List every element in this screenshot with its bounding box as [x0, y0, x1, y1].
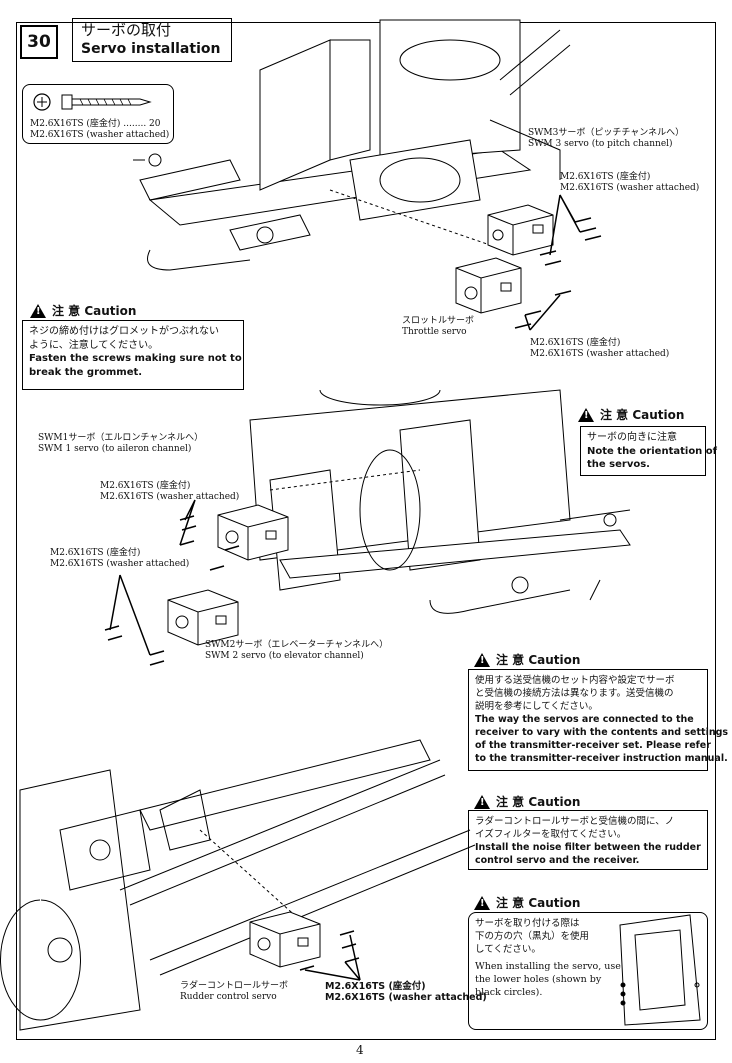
label-swm1-jp: SWM1サーボ（エルロンチャンネルへ）: [38, 433, 204, 443]
step-title-en: Servo installation: [81, 41, 221, 57]
caution-1-box: ネジの締め付けはグロメットがつぶれない ように、注意してください。 Fasten…: [22, 320, 244, 390]
screw-legend-line1: M2.6X16TS (座金付) ........ 20: [30, 119, 161, 129]
middle-screws: [104, 499, 240, 666]
label-screw-d-jp: M2.6X16TS (座金付): [50, 548, 141, 558]
warning-icon: [30, 303, 46, 318]
caution-4-jp: ラダーコントロールサーボと受信機の間に、ノ イズフィルターを取付てください。: [475, 816, 675, 840]
label-swm1-en: SWM 1 servo (to aileron channel): [38, 444, 192, 454]
warning-icon: [474, 794, 490, 809]
screw-legend-line2: M2.6X16TS (washer attached): [30, 130, 170, 140]
caution-1-en: Fasten the screws making sure not to bre…: [29, 353, 242, 378]
top-screws: [514, 194, 602, 331]
caution-2-box: サーボの向きに注意 Note the orientation of the se…: [580, 426, 718, 476]
caution-3-box: 使用する送受信機のセット内容や設定でサーボ と受信機の接続方法は異なります。送受…: [468, 669, 729, 771]
caution-5-title: 注 意 Caution: [496, 896, 581, 910]
label-screw-b-jp: M2.6X16TS (座金付): [530, 338, 621, 348]
caution-2-en: Note the orientation of the servos.: [587, 445, 718, 471]
caution-4-box: ラダーコントロールサーボと受信機の間に、ノ イズフィルターを取付てください。 I…: [468, 810, 708, 870]
caution-2-title: 注 意 Caution: [600, 408, 685, 422]
label-screw-b: M2.6X16TS (座金付) M2.6X16TS (washer attach…: [530, 338, 669, 360]
caution-3-jp: 使用する送受信機のセット内容や設定でサーボ と受信機の接続方法は異なります。送受…: [475, 675, 675, 712]
warning-icon: [474, 652, 490, 667]
label-throttle-en: Throttle servo: [402, 327, 467, 337]
label-screw-c-en: M2.6X16TS (washer attached): [100, 492, 240, 502]
label-rudder-en: Rudder control servo: [180, 992, 277, 1002]
label-swm2: SWM2サーボ（エレベーターチャンネルへ） SWM 2 servo (to el…: [205, 640, 388, 662]
label-screw-d-en: M2.6X16TS (washer attached): [50, 559, 190, 569]
screw-legend-box: [22, 84, 174, 144]
label-throttle-jp: スロットルサーボ: [402, 316, 475, 326]
label-screw-c: M2.6X16TS (座金付) M2.6X16TS (washer attach…: [100, 481, 239, 503]
caution-1-jp: ネジの締め付けはグロメットがつぶれない ように、注意してください。: [29, 326, 219, 351]
label-screw-c-jp: M2.6X16TS (座金付): [100, 481, 191, 491]
middle-frame-illustration: [249, 389, 631, 614]
caution-5-jp: サーボを取り付ける際は 下の方の穴（黒丸）を使用 してください。: [475, 918, 590, 955]
swm3-servo: [487, 204, 554, 256]
caution-3-en: The way the servos are connected to the …: [475, 714, 729, 764]
bottom-screws: [299, 930, 361, 981]
label-swm2-en: SWM 2 servo (to elevator channel): [205, 651, 364, 661]
swm1-servo: [217, 504, 289, 561]
label-swm1: SWM1サーボ（エルロンチャンネルへ） SWM 1 servo (to aile…: [38, 433, 203, 455]
servo-mount-sketch: [619, 914, 701, 1026]
label-screw-a-jp: M2.6X16TS (座金付): [560, 172, 651, 182]
step-title-jp: サーボの取付: [81, 21, 172, 39]
label-screw-b-en: M2.6X16TS (washer attached): [530, 349, 670, 359]
label-screw-e-jp: M2.6X16TS (座金付): [325, 981, 426, 992]
caution-5-heading: 注 意 Caution: [474, 894, 580, 911]
caution-1-title: 注 意 Caution: [52, 304, 137, 318]
top-frame-illustration: [133, 19, 571, 271]
caution-3-title: 注 意 Caution: [496, 653, 581, 667]
label-screw-a-en: M2.6X16TS (washer attached): [560, 183, 700, 193]
label-screw-e: M2.6X16TS (座金付) M2.6X16TS (washer attach…: [325, 981, 487, 1003]
screw-legend-text: M2.6X16TS (座金付) ........ 20 M2.6X16TS (w…: [30, 119, 169, 141]
label-swm3-en: SWM 3 servo (to pitch channel): [528, 139, 673, 149]
caution-4-heading: 注 意 Caution: [474, 793, 580, 810]
page-number: 4: [356, 1043, 364, 1057]
label-screw-d: M2.6X16TS (座金付) M2.6X16TS (washer attach…: [50, 548, 189, 570]
label-screw-a: M2.6X16TS (座金付) M2.6X16TS (washer attach…: [560, 172, 699, 194]
label-throttle: スロットルサーボ Throttle servo: [402, 316, 474, 338]
label-swm3-jp: SWM3サーボ（ピッチチャンネルへ）: [528, 128, 685, 138]
bottom-frame-illustration: [0, 739, 476, 1031]
caution-4-en: Install the noise filter between the rud…: [475, 842, 701, 866]
caution-2-jp: サーボの向きに注意: [587, 432, 677, 443]
warning-icon: [474, 895, 490, 910]
label-rudder-jp: ラダーコントロールサーボ: [180, 981, 289, 991]
warning-icon: [578, 407, 594, 422]
caution-1-heading: 注 意 Caution: [30, 302, 136, 319]
label-swm3: SWM3サーボ（ピッチチャンネルへ） SWM 3 servo (to pitch…: [528, 128, 684, 150]
step-number: 30: [20, 25, 58, 59]
rudder-servo: [249, 911, 321, 968]
caution-5-box: サーボを取り付ける際は 下の方の穴（黒丸）を使用 してください。 When in…: [468, 912, 708, 1030]
caution-2-heading: 注 意 Caution: [578, 406, 684, 423]
throttle-servo: [455, 257, 522, 314]
label-swm2-jp: SWM2サーボ（エレベーターチャンネルへ）: [205, 640, 389, 650]
label-rudder: ラダーコントロールサーボ Rudder control servo: [180, 981, 288, 1003]
page-frame: [16, 22, 716, 1040]
caution-3-heading: 注 意 Caution: [474, 651, 580, 668]
caution-5-en: When installing the servo, use the lower…: [475, 961, 621, 998]
swm2-servo: [167, 589, 239, 646]
step-title: サーボの取付 Servo installation: [72, 18, 232, 62]
caution-4-title: 注 意 Caution: [496, 795, 581, 809]
label-screw-e-en: M2.6X16TS (washer attached): [325, 992, 487, 1003]
